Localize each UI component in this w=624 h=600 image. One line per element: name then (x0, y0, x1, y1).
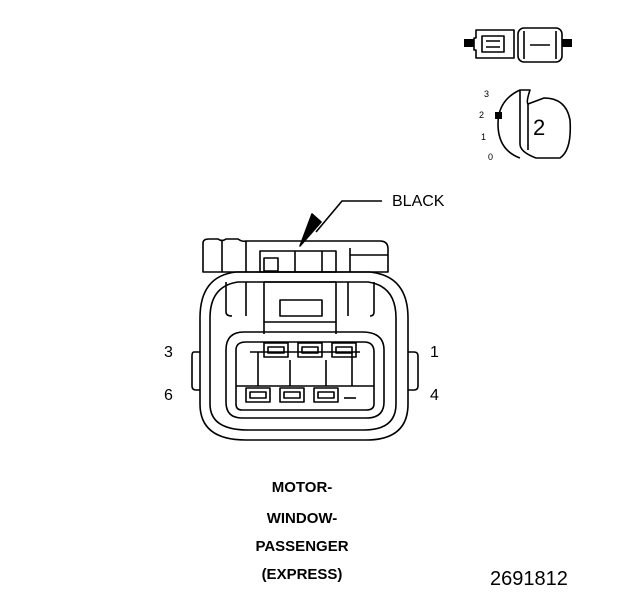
connector-name-line-1: MOTOR- (271, 479, 333, 496)
figure-id: 2691812 (490, 568, 568, 590)
connector-side-view-icon (464, 27, 572, 63)
connector-name-line-4: (EXPRESS) (261, 566, 343, 583)
position-label-0: 0 (488, 152, 494, 162)
connector-name-line-3: PASSENGER (255, 538, 349, 555)
pin-label-top-right: 1 (430, 344, 439, 361)
position-label-2: 2 (479, 110, 485, 120)
key-number: 2 (533, 115, 546, 140)
callout-leader (299, 200, 382, 247)
position-label-1: 1 (481, 132, 487, 142)
pin-label-bottom-right: 4 (430, 387, 439, 404)
connector-face (191, 238, 419, 441)
position-label-3: 3 (484, 89, 490, 99)
position-key-icon (495, 89, 572, 159)
pin-label-top-left: 3 (164, 344, 173, 361)
connector-name-line-2: WINDOW- (266, 510, 338, 527)
pin-label-bottom-left: 6 (164, 387, 173, 404)
callout-color-label: BLACK (392, 193, 445, 210)
